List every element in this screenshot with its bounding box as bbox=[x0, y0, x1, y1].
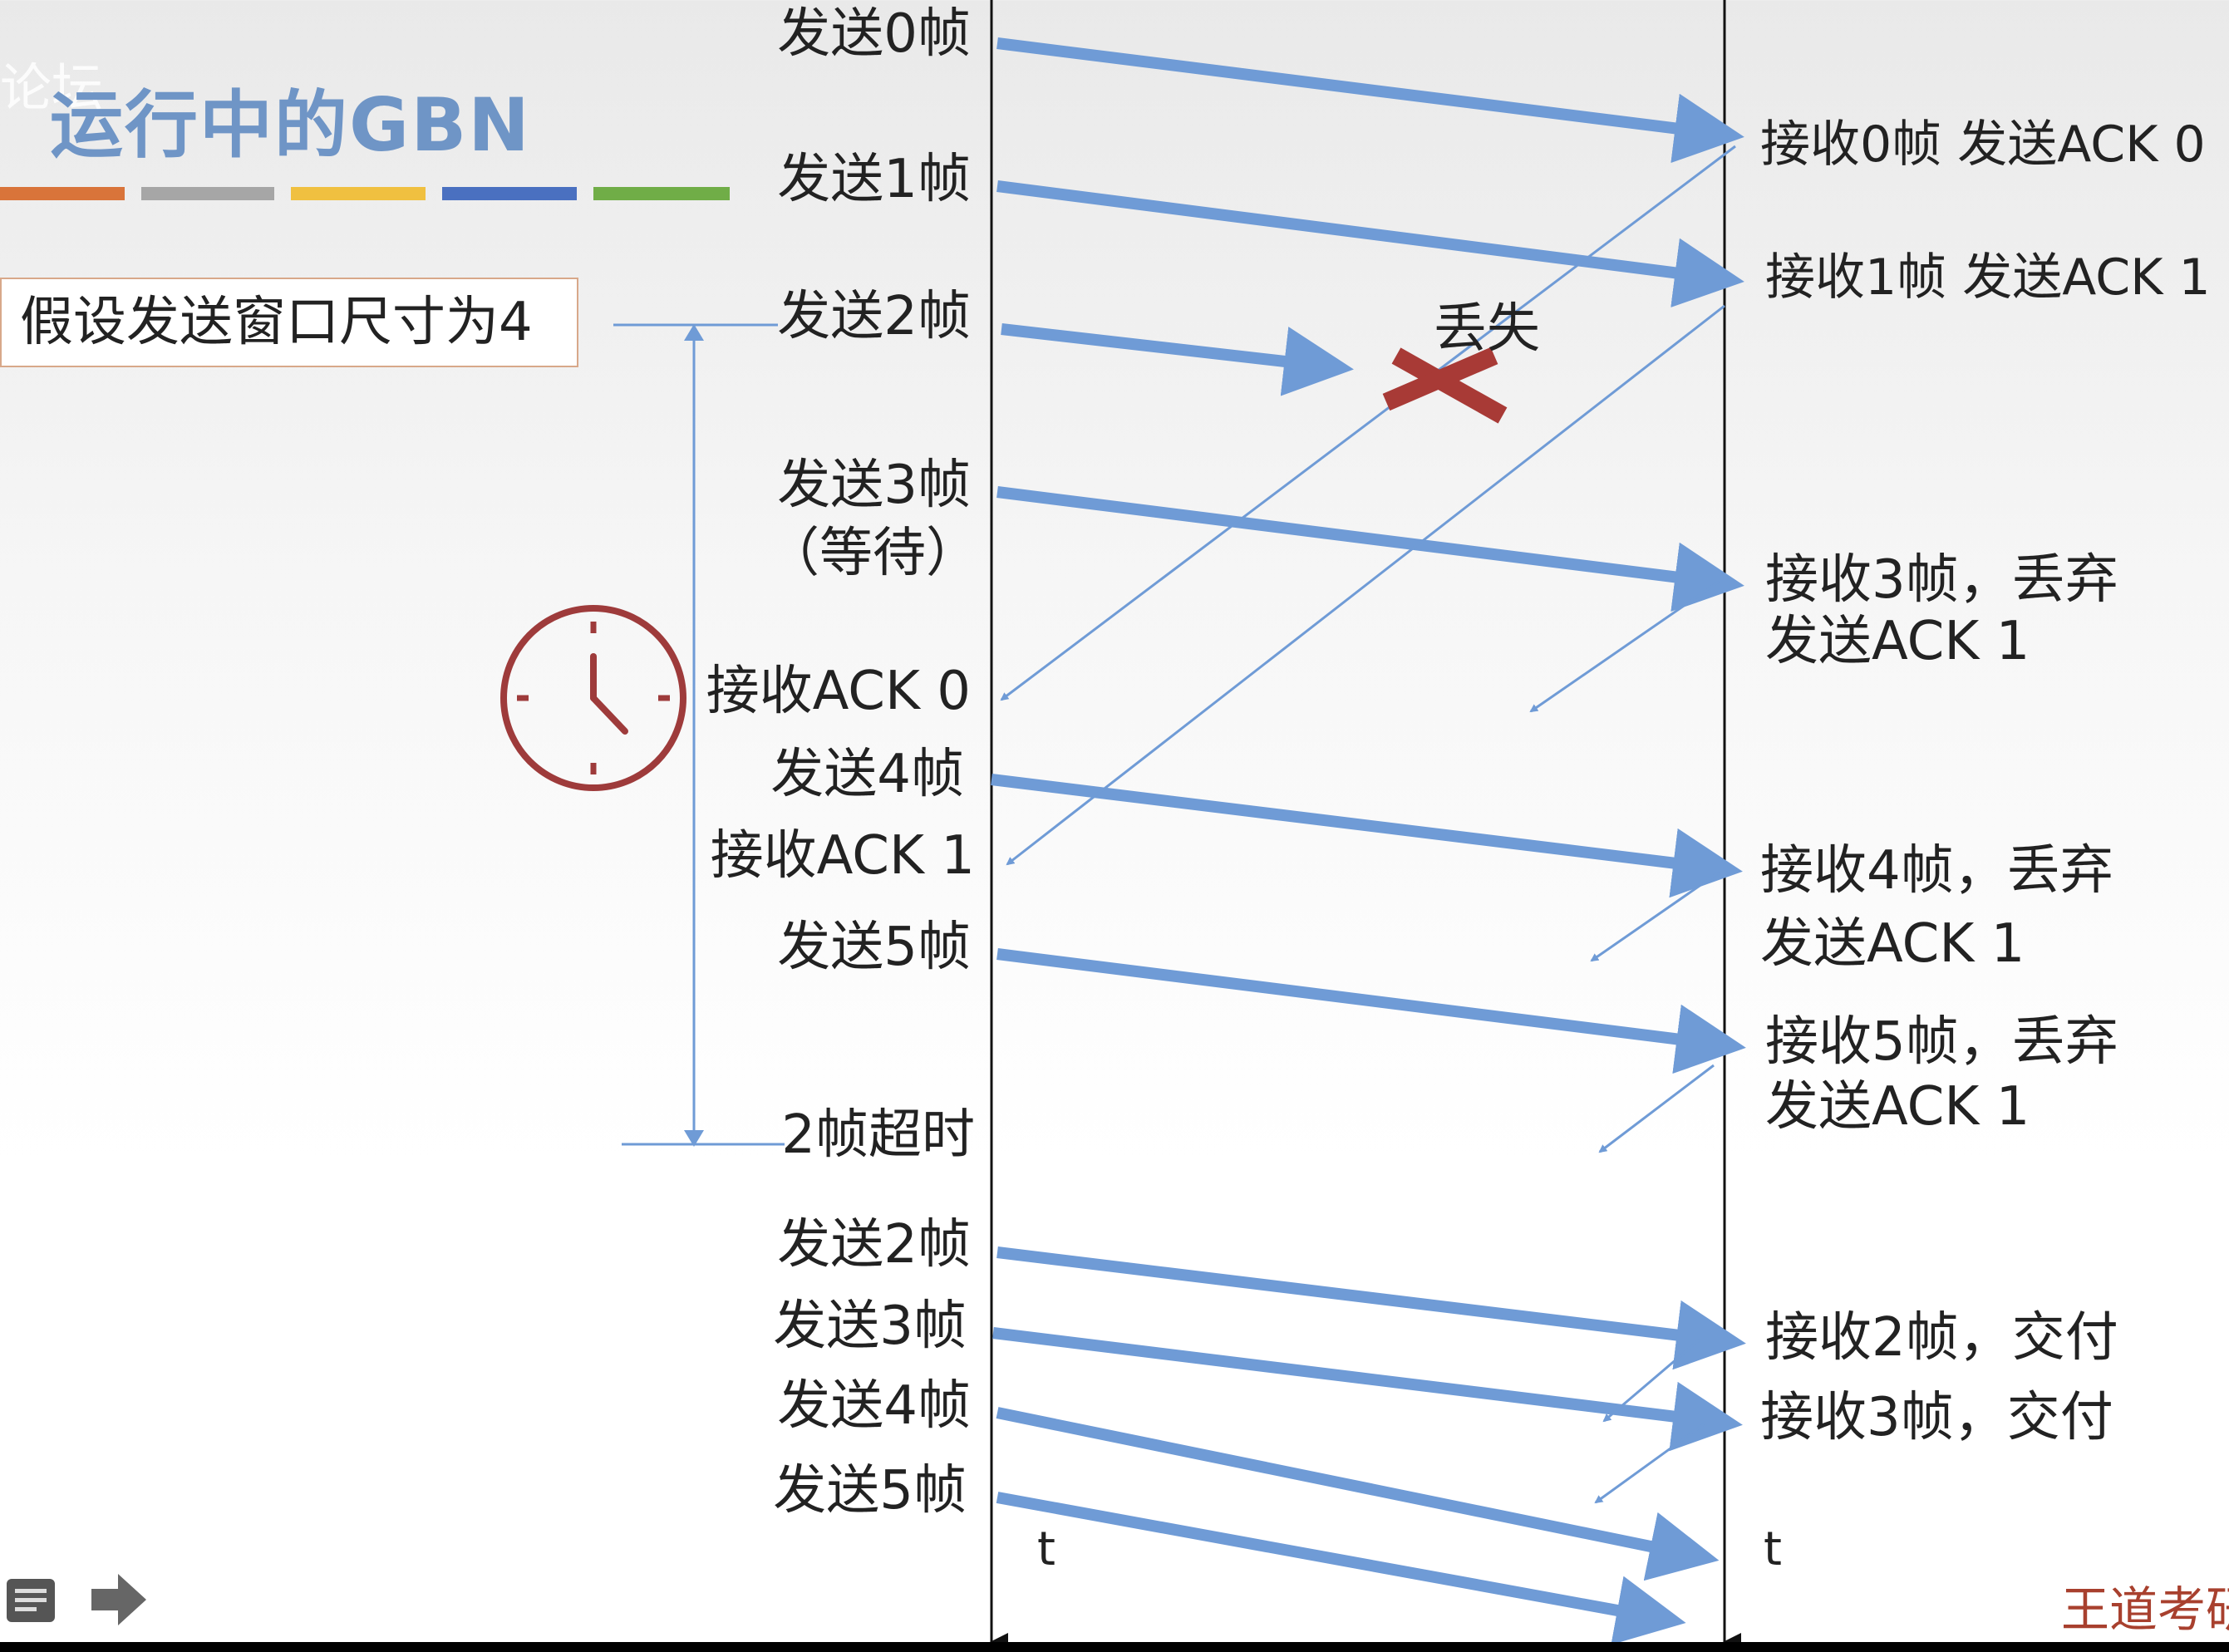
receiver-event-recv-5-ack: 发送ACK 1 bbox=[1765, 1076, 2030, 1138]
frame-3-arrow bbox=[996, 486, 1744, 612]
sender-event-send-5: 发送5帧 bbox=[777, 917, 971, 978]
sender-event-send-3: 发送3帧 bbox=[777, 455, 971, 516]
resend-frame-5-arrow bbox=[996, 1492, 1686, 1645]
arrow-right-icon bbox=[91, 1574, 146, 1625]
watermark-text: 论坛 bbox=[0, 57, 104, 118]
receiver-event-recv-4-ack: 发送ACK 1 bbox=[1760, 913, 2025, 975]
sender-time-label: t bbox=[1037, 1522, 1055, 1576]
frame-1-arrow bbox=[996, 180, 1744, 307]
title-stripe-yellow bbox=[291, 187, 426, 200]
ack-1-dup-b bbox=[1590, 871, 1720, 962]
sender-event-send-0: 发送0帧 bbox=[777, 3, 971, 65]
next-slide-button[interactable] bbox=[90, 1572, 148, 1627]
ack-1-dup-c bbox=[1598, 1064, 1715, 1153]
receiver-event-recv-3-discard: 接收3帧，丢弃 bbox=[1765, 549, 2118, 611]
lost-cross-icon bbox=[1382, 347, 1508, 424]
receiver-event-recv-0: 接收0帧 发送ACK 0 bbox=[1760, 116, 2206, 174]
frame-2-lost-arrow bbox=[1001, 323, 1354, 396]
sender-event-send-4: 发送4帧 bbox=[770, 744, 964, 805]
receiver-event-recv-5-discard: 接收5帧，丢弃 bbox=[1765, 1011, 2118, 1073]
sender-event-resend-5: 发送5帧 bbox=[773, 1460, 967, 1522]
notes-button[interactable] bbox=[5, 1577, 57, 1624]
receiver-event-recv-3-deliver: 接收3帧，交付 bbox=[1760, 1387, 2113, 1448]
timeout-bracket-arrow-down bbox=[684, 1130, 704, 1147]
title-stripe-orange bbox=[0, 187, 125, 200]
resend-frame-4-arrow bbox=[996, 1407, 1720, 1581]
sender-event-resend-2: 发送2帧 bbox=[777, 1214, 971, 1276]
receiver-time-label: t bbox=[1764, 1522, 1782, 1576]
timeout-bracket-arrow-up bbox=[684, 324, 704, 341]
receiver-event-recv-4-discard: 接收4帧，丢弃 bbox=[1760, 840, 2113, 902]
sender-event-waiting: （等待） bbox=[766, 523, 979, 584]
sender-event-timeout: 2帧超时 bbox=[781, 1104, 975, 1166]
receiver-event-recv-1: 接收1帧 发送ACK 1 bbox=[1765, 248, 2211, 307]
slide-title: 运行中的GBN bbox=[50, 82, 531, 168]
frame-0-arrow bbox=[996, 37, 1744, 164]
ack-1-arrow bbox=[1006, 304, 1725, 866]
sender-event-send-2: 发送2帧 bbox=[777, 286, 971, 347]
ack-1-dup-a bbox=[1529, 580, 1720, 713]
ack-3-arrow bbox=[1594, 1423, 1705, 1504]
bottom-black-bar bbox=[0, 1642, 2229, 1652]
receiver-event-recv-3-ack: 发送ACK 1 bbox=[1765, 611, 2030, 672]
resend-frame-3-arrow bbox=[992, 1327, 1743, 1452]
sender-event-recv-ack-1: 接收ACK 1 bbox=[710, 825, 975, 887]
ack-0-arrow bbox=[1000, 145, 1736, 701]
frame-4-arrow bbox=[991, 774, 1743, 898]
title-stripe-gray bbox=[141, 187, 274, 200]
window-size-note: 假设发送窗口尺寸为4 bbox=[0, 278, 578, 367]
sender-event-resend-3: 发送3帧 bbox=[773, 1296, 967, 1357]
ack-2-arrow bbox=[1602, 1338, 1700, 1423]
title-stripe-blue bbox=[442, 187, 577, 200]
title-stripe-green bbox=[593, 187, 730, 200]
lost-label: 丢失 bbox=[1434, 298, 1540, 360]
frame-5-arrow bbox=[996, 948, 1746, 1074]
sender-event-send-1: 发送1帧 bbox=[777, 149, 971, 210]
sender-event-recv-ack-0: 接收ACK 0 bbox=[706, 661, 971, 722]
timer-clock-icon bbox=[500, 605, 686, 791]
receiver-event-recv-2-deliver: 接收2帧，交付 bbox=[1765, 1307, 2118, 1369]
sender-event-resend-4: 发送4帧 bbox=[777, 1375, 971, 1437]
notes-icon bbox=[7, 1579, 55, 1622]
brand-logo-text: 王道考研 bbox=[2061, 1581, 2229, 1638]
resend-frame-2-arrow bbox=[996, 1246, 1746, 1370]
